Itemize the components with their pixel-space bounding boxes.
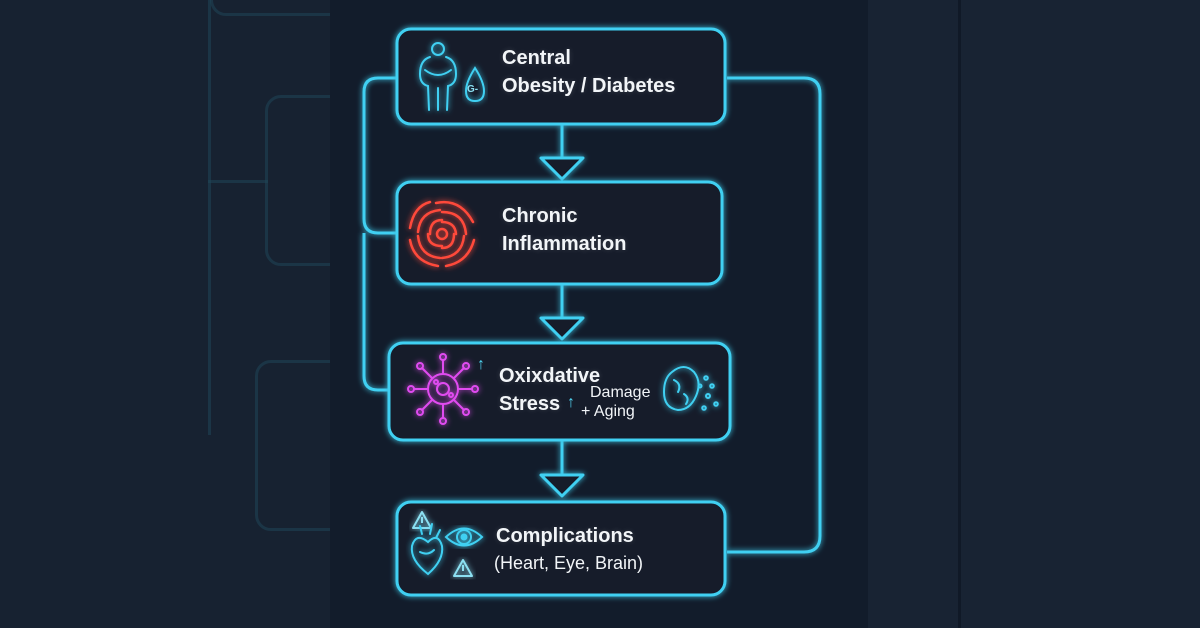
glucose-drop-label: G-: [467, 84, 479, 95]
node-complications-title: Complications: [496, 525, 634, 547]
warning-icon: [412, 511, 432, 529]
node-oxidative-title-line1: Oxixdative: [499, 365, 601, 387]
warning-icon: [453, 559, 473, 577]
node-oxidative-note-line2: + Aging: [581, 403, 635, 420]
node-complications-subtitle: (Heart, Eye, Brain): [494, 553, 644, 573]
node-obesity-title-line2: Obesity / Diabetes: [502, 75, 676, 97]
heart-icon: [410, 523, 444, 576]
background-divider: [958, 0, 961, 628]
glucose-drop-icon: [464, 66, 486, 103]
ghost-connector: [208, 0, 211, 435]
body-figure-icon: [418, 42, 458, 111]
node-oxidative-note-line1: Damage: [590, 384, 651, 401]
loop-obesity-inflammation: [362, 76, 397, 235]
eye-icon: [444, 527, 484, 547]
up-arrow-icon: ↑: [477, 356, 485, 373]
node-boxes: [387, 27, 732, 597]
arrowheads: [539, 156, 585, 498]
arrowhead-down: [539, 316, 585, 341]
free-radical-icon: [407, 353, 479, 425]
connector-lines: [362, 76, 822, 554]
arrowhead-down: [539, 473, 585, 498]
box-complications: [395, 500, 727, 597]
crumbling-cell-icon: [662, 366, 719, 412]
box-oxidative: [387, 341, 732, 442]
loop-inflammation-oxidative: [362, 233, 389, 392]
ghost-connector: [208, 180, 268, 183]
node-inflammation-title-line1: Chronic: [502, 205, 578, 227]
arrowhead-down: [539, 156, 585, 181]
loop-obesity-complications: [727, 76, 822, 554]
inflammation-swirl-icon: [408, 200, 476, 268]
background-left-panel: [0, 0, 391, 628]
up-arrow-icon: ↑: [567, 394, 575, 411]
node-oxidative-title-line2: Stress: [499, 393, 561, 415]
box-inflammation: [395, 180, 724, 286]
node-obesity-title-line1: Central: [502, 47, 571, 69]
node-inflammation-title-line2: Inflammation: [502, 233, 627, 255]
background-right-panel: [868, 0, 1200, 628]
